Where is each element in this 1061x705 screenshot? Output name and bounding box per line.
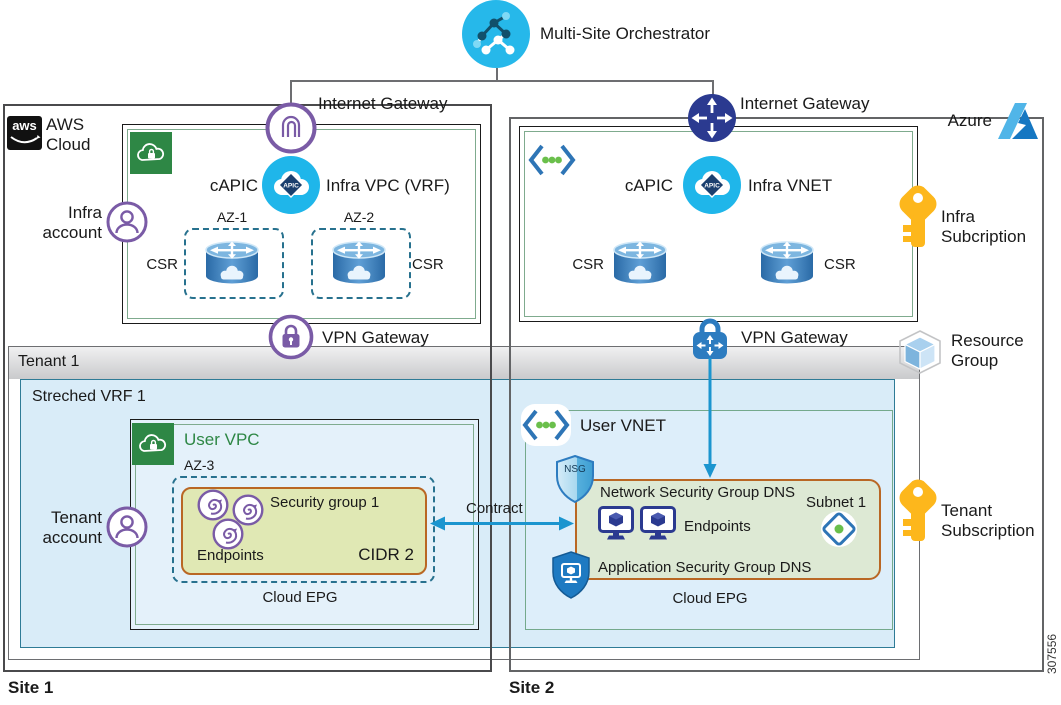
vpn-gateway-label-azure: VPN Gateway (741, 328, 848, 347)
aws-logo-text: aws (12, 118, 37, 133)
orchestrator-drop-line (496, 68, 498, 81)
az3-label: AZ-3 (184, 457, 215, 473)
csr-label: CSR (146, 256, 178, 273)
app-security-shield-icon (552, 551, 590, 599)
internet-gateway-icon-aws (265, 102, 317, 154)
infra-subscription-label: Infra Subcription (941, 207, 1027, 246)
capic-icon-azure: APIC (683, 156, 741, 214)
tenant-subscription-label: Tenant Subscription (941, 501, 1035, 540)
user-vnet-label: User VNET (580, 416, 666, 435)
capic-label-aws: cAPIC (209, 176, 258, 195)
resource-group-label: Resource Group (951, 331, 1024, 370)
endpoint-monitor-icon (598, 506, 634, 540)
tenant-subscription-key-icon (899, 479, 937, 541)
orchestrator-label: Multi-Site Orchestrator (540, 24, 711, 43)
az2-label: AZ-2 (343, 209, 375, 225)
user-vpc-icon (132, 423, 174, 465)
infra-account-icon (106, 201, 148, 243)
endpoint-spiral-icon (232, 494, 264, 526)
tenant1-label: Tenant 1 (18, 353, 80, 370)
contract-arrow (430, 516, 574, 531)
endpoint-monitor-icon (640, 506, 676, 540)
user-vpc-label: User VPC (184, 430, 260, 449)
internet-gateway-icon-azure (688, 94, 736, 142)
tenant1-header-band (9, 347, 919, 379)
nsg-badge-text: NSG (564, 464, 586, 475)
apic-badge-text-aws: APIC (283, 183, 299, 190)
stretched-vrf-label: Streched VRF 1 (32, 388, 146, 405)
internet-gateway-label-azure: Internet Gateway (740, 94, 870, 113)
vpn-to-subnet-arrow (703, 358, 717, 478)
branch-to-azure-gateway-line (712, 80, 714, 96)
site2-box (509, 117, 1044, 672)
tenant-account-icon (106, 506, 148, 548)
endpoint-spiral-icon (197, 489, 229, 521)
app-sg-label: Application Security Group DNS (598, 559, 812, 576)
csr-router-icon (332, 241, 386, 284)
az3-box (172, 476, 435, 583)
endpoints-label-azure: Endpoints (684, 518, 751, 535)
vpn-gateway-label-aws: VPN Gateway (322, 328, 429, 347)
orchestrator-branch-line (290, 80, 714, 82)
az2-box (311, 228, 411, 299)
aws-cloud-label: AWS Cloud (46, 115, 91, 154)
vpc-icon (130, 132, 172, 174)
cloud-epg-label-aws: Cloud EPG (262, 589, 338, 606)
apic-badge-text-azure: APIC (704, 183, 720, 190)
infra-account-label: Infra account (42, 203, 102, 242)
site2-label: Site 2 (509, 678, 555, 697)
resource-group-icon (899, 330, 941, 374)
nsg-shield-icon: NSG (556, 455, 594, 503)
infra-subscription-key-icon (899, 185, 937, 247)
user-vnet-icon (521, 404, 571, 446)
azure-label: Azure (947, 111, 992, 130)
security-group-label: Security group 1 (270, 494, 380, 511)
site1-box (3, 104, 492, 672)
infra-vpc-box (122, 124, 481, 324)
endpoints-label-aws: Endpoints (197, 547, 264, 564)
infra-vpc-label: Infra VPC (VRF) (326, 176, 450, 195)
csr-label: CSR (824, 256, 856, 273)
capic-icon-aws: APIC (262, 156, 320, 214)
endpoint-spiral-icon (212, 518, 244, 550)
az1-label: AZ-1 (216, 209, 248, 225)
infra-vnet-label: Infra VNET (748, 176, 833, 195)
tenant1-box (8, 346, 920, 660)
csr-router-icon (205, 241, 259, 284)
csr-label: CSR (412, 256, 444, 273)
site1-label: Site 1 (8, 678, 54, 697)
vpn-gateway-icon-azure (693, 318, 727, 359)
multi-site-orchestrator-icon (462, 0, 530, 68)
tenant-account-label: Tenant account (42, 508, 102, 547)
contract-label: Contract (466, 500, 523, 517)
internet-gateway-label-aws: Internet Gateway (318, 94, 448, 113)
csr-router-icon (760, 241, 814, 284)
csr-label: CSR (572, 256, 604, 273)
figure-number: 307556 (1045, 633, 1059, 674)
subnet-icon (821, 511, 857, 547)
aws-logo: aws (7, 116, 42, 150)
vnet-icon (527, 140, 577, 180)
network-sg-label: Network Security Group DNS (600, 484, 796, 501)
azure-logo (998, 103, 1038, 139)
cloud-epg-label-azure: Cloud EPG (672, 590, 748, 607)
az1-box (184, 228, 284, 299)
cidr-label: CIDR 2 (358, 545, 414, 564)
csr-router-icon (613, 241, 667, 284)
capic-label-azure: cAPIC (624, 176, 673, 195)
vpn-gateway-icon-aws (268, 314, 314, 360)
branch-to-aws-gateway-line (290, 80, 292, 105)
subnet1-label: Subnet 1 (806, 494, 867, 511)
